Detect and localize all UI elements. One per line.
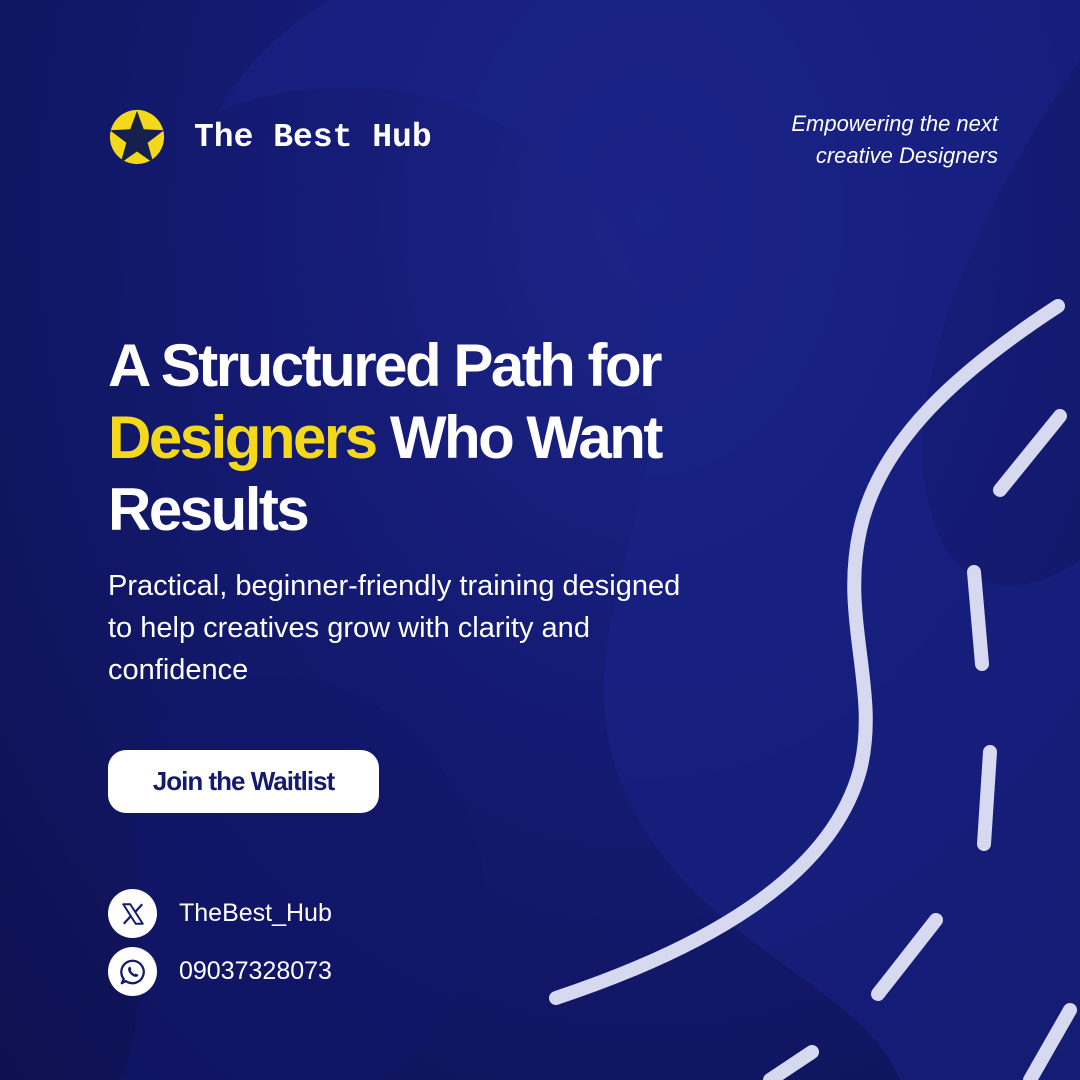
road-dash — [967, 565, 989, 671]
road-dash — [763, 1045, 819, 1080]
page-headline: A Structured Path for Designers Who Want… — [108, 330, 748, 546]
tagline: Empowering the next creative Designers — [678, 108, 998, 172]
whatsapp-icon — [108, 947, 157, 996]
contact-x[interactable]: TheBest_Hub — [108, 889, 332, 938]
whatsapp-number: 09037328073 — [179, 957, 332, 985]
road-dash — [993, 409, 1067, 497]
road-edge-line — [549, 299, 1065, 1005]
brand-logo: The Best Hub — [108, 108, 432, 166]
background-ribbon-shape-2 — [120, 676, 485, 1080]
headline-part-2: Who Want Results — [108, 404, 663, 543]
headline-highlight: Designers — [108, 404, 378, 471]
join-waitlist-button[interactable]: Join the Waitlist — [108, 750, 379, 813]
x-handle: TheBest_Hub — [179, 899, 332, 927]
road-dash — [977, 745, 997, 851]
headline-part-1: A Structured Path for — [108, 332, 662, 399]
tagline-line-1: Empowering the next — [791, 111, 998, 136]
subheadline: Practical, beginner-friendly training de… — [108, 570, 681, 686]
star-logo-icon — [109, 109, 165, 165]
road-dash — [871, 913, 943, 1001]
background-ribbon-shape — [220, 0, 1080, 1080]
brand-name: The Best Hub — [194, 118, 432, 156]
contact-whatsapp[interactable]: 09037328073 — [108, 947, 332, 996]
x-logo-icon — [108, 889, 157, 938]
tagline-line-2: creative Designers — [815, 143, 998, 168]
road-edge-line-bottom — [1023, 1003, 1077, 1080]
